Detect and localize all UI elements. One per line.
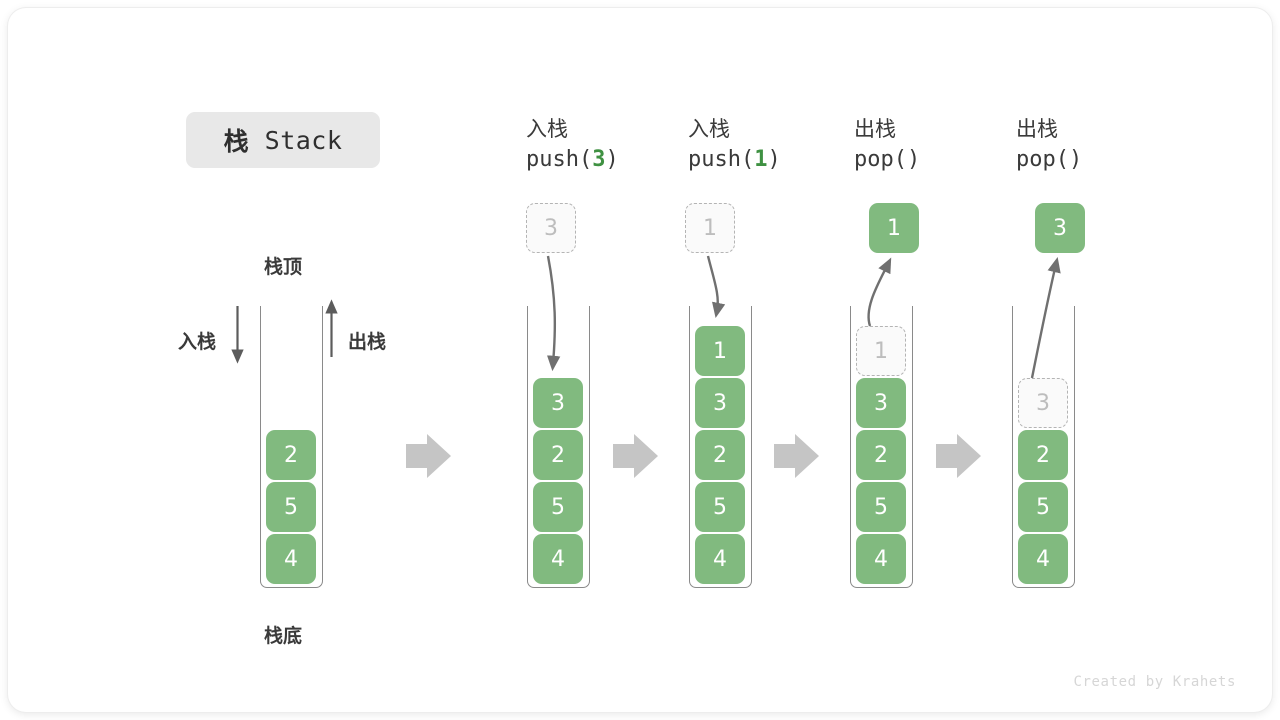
stack-tube-initial	[260, 306, 323, 588]
operation-code: pop()	[1016, 147, 1083, 172]
flow-arrow-3	[774, 434, 819, 478]
stack-cell: 2	[266, 430, 316, 480]
footer-credit: Created by Krahets	[1073, 674, 1236, 690]
ghost-cell-push-3: 3	[526, 203, 576, 253]
push-1-curve-arrow	[706, 255, 726, 319]
stack-cell: 4	[1018, 534, 1068, 584]
ghost-cell-push-1: 1	[685, 203, 735, 253]
stack-cell: 3	[533, 378, 583, 428]
stack-cell: 3	[695, 378, 745, 428]
stack-tube-pop-3	[1012, 306, 1075, 588]
stack-cell: 5	[533, 482, 583, 532]
stack-cell: 5	[856, 482, 906, 532]
diagram-canvas: 栈 Stack 栈顶 栈底 入栈 出栈 2 5 4 入栈 push(3) 3 3…	[8, 8, 1272, 712]
flow-arrow-2	[613, 434, 658, 478]
operation-code: push(1)	[688, 147, 781, 172]
title-badge: 栈 Stack	[186, 112, 380, 168]
operation-header-pop-3: 出栈 pop()	[1016, 114, 1082, 176]
stack-tube-push-3	[527, 306, 590, 588]
stack-bottom-label: 栈底	[264, 626, 303, 647]
stack-cell: 5	[695, 482, 745, 532]
operation-title-cn: 入栈	[526, 117, 568, 141]
operation-header-pop-1: 出栈 pop()	[854, 114, 920, 176]
stack-cell: 1	[695, 326, 745, 376]
operation-title-cn: 入栈	[688, 117, 730, 141]
stack-cell: 4	[266, 534, 316, 584]
stack-cell: 2	[695, 430, 745, 480]
stack-cell: 5	[266, 482, 316, 532]
popped-cell-1: 1	[869, 203, 919, 253]
operation-code: pop()	[854, 147, 921, 172]
stack-tube-pop-1	[850, 306, 913, 588]
stack-cell: 3	[856, 378, 906, 428]
flow-arrow-4	[936, 434, 981, 478]
stack-tube-push-1	[689, 306, 752, 588]
diagram-frame: 栈 Stack 栈顶 栈底 入栈 出栈 2 5 4 入栈 push(3) 3 3…	[8, 8, 1272, 712]
operation-title-cn: 出栈	[854, 117, 896, 141]
pop-direction-label: 出栈	[348, 332, 387, 353]
title-en: Stack	[264, 125, 343, 155]
operation-code: push(3)	[526, 147, 619, 172]
operation-header-push-3: 入栈 push(3)	[526, 114, 619, 176]
stack-cell: 4	[533, 534, 583, 584]
ghost-cell-pop-1: 1	[856, 326, 906, 376]
stack-top-label: 栈顶	[264, 257, 303, 278]
operation-header-push-1: 入栈 push(1)	[688, 114, 781, 176]
stack-cell: 2	[1018, 430, 1068, 480]
stack-cell: 2	[856, 430, 906, 480]
stack-cell: 4	[695, 534, 745, 584]
stack-cell: 5	[1018, 482, 1068, 532]
push-direction-label: 入栈	[178, 332, 217, 353]
title-cn: 栈	[223, 128, 250, 156]
operation-title-cn: 出栈	[1016, 117, 1058, 141]
flow-arrow-1	[406, 434, 451, 478]
ghost-cell-pop-3: 3	[1018, 378, 1068, 428]
popped-cell-3: 3	[1035, 203, 1085, 253]
stack-cell: 4	[856, 534, 906, 584]
stack-cell: 2	[533, 430, 583, 480]
